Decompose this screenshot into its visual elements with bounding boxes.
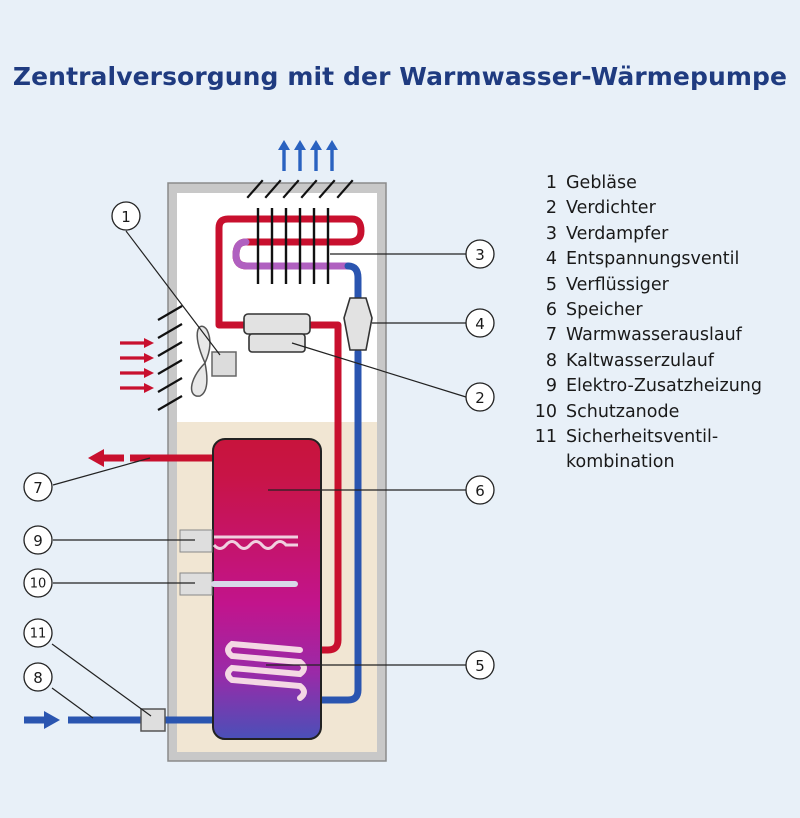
callout-markers: 1 2 3 4 5 6 7 8 9 10 11 [23,201,495,692]
legend-item: 9 Elektro-Zusatzheizung [520,374,762,399]
svg-text:2: 2 [475,389,485,407]
callout-3: 3 [465,239,495,269]
legend-label: Gebläse [566,173,637,193]
page-title: Zentralversorgung mit der Warmwasser-Wär… [12,62,788,91]
arrow-right-icon [44,711,60,729]
svg-text:9: 9 [33,532,43,550]
callout-10: 10 [23,568,53,598]
refrigerant-loop [215,215,365,704]
legend-number: 11 [534,427,557,448]
legend-label: Elektro-Zusatzheizung [566,376,763,397]
callout-8: 8 [23,662,53,692]
callout-9: 9 [23,525,53,555]
svg-text:3: 3 [475,246,485,264]
protective-anode [179,572,298,596]
arrow-up-icon [278,140,338,171]
legend-item: 6 Speicher [520,298,762,323]
callout-5: 5 [465,650,495,680]
legend-number: 2 [545,198,557,219]
legend-item: 4 Entspannungsventil [520,247,762,272]
svg-text:8: 8 [33,669,43,687]
legend-label: Verdampfer [566,223,669,244]
legend-item: 5 Verflüssiger [520,273,762,298]
hot-water-outlet [88,449,214,467]
legend-number: 10 [534,401,557,422]
arrow-right-icon [120,338,154,393]
legend: 1 Gebläse 2 Verdichter 3 Verdampfer 4 Entspannu… [520,171,762,476]
legend-number: 9 [545,376,557,397]
legend-number: 5 [545,274,557,295]
arrow-left-icon [88,449,104,467]
legend-number: 3 [545,223,557,244]
svg-text:4: 4 [475,315,485,333]
svg-text:5: 5 [475,657,485,675]
legend-label: Verflüssiger [566,274,669,295]
callout-1: 1 [111,201,141,231]
exhaust-grille [246,179,354,199]
legend-number: 7 [545,325,557,346]
legend-label: Verdichter [566,198,656,219]
legend-item: 7 Warmwasserauslauf [520,323,762,348]
callout-11: 11 [23,618,53,648]
condenser-coil [225,640,307,701]
svg-text:1: 1 [121,208,131,226]
fan-icon [190,325,237,397]
legend-item: 2 Verdichter [520,196,762,221]
legend-item: 8 Kaltwasserzulauf [520,349,762,374]
legend-label: Speicher [566,300,643,321]
legend-label: Entspannungsventil [566,249,740,270]
evaporator-fins [256,208,330,284]
legend-label: Warmwasserauslauf [566,325,742,346]
callout-7: 7 [23,472,53,502]
legend-item: 3 Verdampfer [520,222,762,247]
compressor [243,313,311,353]
safety-valve [140,708,166,732]
electric-heater [179,529,298,553]
legend-label: Schutzanode [566,401,680,422]
legend-number: 8 [545,350,557,371]
legend-number: 1 [545,173,557,193]
legend-label: Sicherheitsventil- kombination [566,427,719,473]
callout-4: 4 [465,308,495,338]
svg-text:10: 10 [30,577,47,592]
callout-2: 2 [465,382,495,412]
legend-item: 1 Gebläse [520,171,762,196]
intake-grille [157,305,183,411]
expansion-valve [343,297,373,351]
svg-text:7: 7 [33,479,43,497]
legend-number: 6 [545,300,557,321]
callout-6: 6 [465,475,495,505]
callout-lines [51,230,467,719]
legend-item: 10 Schutzanode [520,400,762,425]
legend-label: Kaltwasserzulauf [566,350,714,371]
svg-text:11: 11 [30,627,47,642]
legend-item: 11 Sicherheitsventil- kombination [520,425,762,476]
svg-text:6: 6 [475,482,485,500]
legend-number: 4 [545,249,557,270]
